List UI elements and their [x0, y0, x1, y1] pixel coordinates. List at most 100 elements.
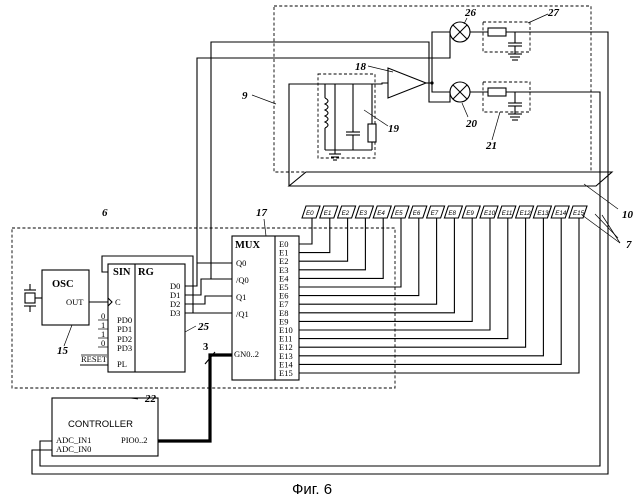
electrode-e12: E12 [516, 206, 534, 218]
electrode-e2: E2 [338, 206, 356, 218]
d0-to-q0-wire [185, 263, 232, 286]
mux-input-e15: E15 [279, 368, 293, 378]
amp-to-mixer-20-wire [432, 83, 450, 92]
electrode-wire-12 [299, 218, 526, 347]
electrode-e10: E10 [480, 206, 498, 218]
mux-title: MUX [235, 240, 260, 251]
electrode-label-e14: E14 [555, 210, 567, 217]
pd3-level: 0 [101, 338, 105, 348]
electrode-label-e4: E4 [377, 210, 385, 217]
shift-register-sin-label: SIN [113, 267, 131, 278]
electrode-label-e0: E0 [306, 210, 314, 217]
electrode-e7: E7 [427, 206, 445, 218]
electrode-e9: E9 [462, 206, 480, 218]
leader-10 [584, 184, 618, 209]
electrode-label-e1: E1 [324, 210, 332, 217]
electrode-label-e3: E3 [359, 210, 367, 217]
electrode-e3: E3 [355, 206, 373, 218]
d3-pin: D3 [170, 308, 180, 318]
tank-circuit-19 [325, 84, 376, 160]
electrode-label-e11: E11 [502, 210, 513, 217]
ref-22: 22 [144, 393, 157, 405]
ref-21: 21 [485, 140, 497, 152]
ref-10: 10 [622, 209, 634, 221]
mux-group-pin: GN0..2 [234, 349, 259, 359]
ref-19: 19 [388, 123, 400, 135]
leader-27 [528, 14, 548, 23]
crystal-resonator [24, 284, 42, 312]
leader-20 [462, 103, 468, 117]
leader-7c [595, 214, 618, 238]
electrode-label-e10: E10 [484, 210, 496, 217]
mixer-20 [450, 82, 470, 102]
electrode-wire-8 [299, 218, 454, 313]
ref-27: 27 [547, 7, 560, 19]
electrode-e4: E4 [373, 206, 391, 218]
filter-21-boundary [483, 82, 530, 112]
electrode-e8: E8 [444, 206, 462, 218]
electrode-e5: E5 [391, 206, 409, 218]
tank-to-strip-wire [289, 84, 325, 186]
filter-27-boundary [483, 22, 530, 52]
mux-nq0-pin: /Q0 [236, 275, 249, 285]
electrode-label-e2: E2 [342, 210, 350, 217]
leader-21 [492, 112, 500, 140]
figure-caption: Фиг. 6 [292, 481, 332, 498]
adc-in0-pin: ADC_IN0 [56, 444, 91, 454]
ref-18: 18 [355, 61, 367, 73]
mux-q1-pin: Q1 [236, 292, 246, 302]
leader-17 [264, 219, 266, 236]
pd1-pin: PD1 [117, 324, 132, 334]
ref-15: 15 [57, 345, 69, 357]
electrode-wire-1 [299, 218, 330, 253]
mux-input-pins: E0E1E2E3E4E5E6E7E8E9E10E11E12E13E14E15 [279, 218, 579, 378]
leader-7a [582, 215, 620, 243]
ref-9: 9 [242, 90, 248, 102]
electrode-e11: E11 [498, 206, 516, 218]
electrode-label-e9: E9 [466, 210, 474, 217]
electrode-e0: E0 [302, 206, 320, 218]
q0-to-mixer-26-wire [197, 32, 450, 263]
electrode-e6: E6 [409, 206, 427, 218]
electrode-wire-14 [299, 218, 561, 364]
pd3-pin: PD3 [117, 343, 132, 353]
leader-7b [602, 215, 620, 243]
electrode-label-e6: E6 [413, 210, 421, 217]
electrode-label-e8: E8 [448, 210, 456, 217]
pl-pin: PL [117, 359, 127, 369]
tank-to-amp-wire [372, 83, 388, 84]
electrode-label-e13: E13 [537, 210, 549, 217]
electrode-e1: E1 [320, 206, 338, 218]
electrode-wire-2 [299, 218, 348, 261]
shift-register-clock-pin: C [115, 297, 121, 307]
mux-nq1-pin: /Q1 [236, 309, 249, 319]
osc-label: OSC [52, 279, 74, 290]
electrode-array-7: E0E1E2E3E4E5E6E7E8E9E10E11E12E13E14E15 [302, 206, 587, 218]
electrode-label-e5: E5 [395, 210, 403, 217]
bus-width-label: 3 [203, 342, 208, 353]
leader-25 [185, 326, 196, 332]
ref-6: 6 [102, 207, 108, 219]
ref-26: 26 [464, 7, 477, 19]
d2-to-q1-wire [185, 296, 232, 304]
electrode-wire-0 [299, 218, 312, 244]
amplifier-18 [388, 68, 426, 98]
mux-q0-pin: Q0 [236, 258, 246, 268]
d1-to-nq0-wire [185, 279, 232, 295]
pio-pin: PIO0..2 [121, 435, 147, 445]
osc-out-pin: OUT [66, 297, 84, 307]
reset-input-label: RESET [81, 354, 108, 364]
electrode-label-e7: E7 [431, 210, 439, 217]
ref-20: 20 [465, 118, 478, 130]
ref-7: 7 [626, 239, 632, 251]
electrode-label-e12: E12 [520, 210, 532, 217]
electrode-e14: E14 [551, 206, 569, 218]
controller-title: CONTROLLER [68, 419, 133, 430]
leader-9 [252, 95, 276, 104]
leader-15 [64, 325, 72, 346]
strip-10 [289, 172, 612, 186]
filter-21-rc [488, 88, 545, 120]
ref-17: 17 [256, 207, 268, 219]
shift-register-rg-label: RG [138, 267, 154, 278]
